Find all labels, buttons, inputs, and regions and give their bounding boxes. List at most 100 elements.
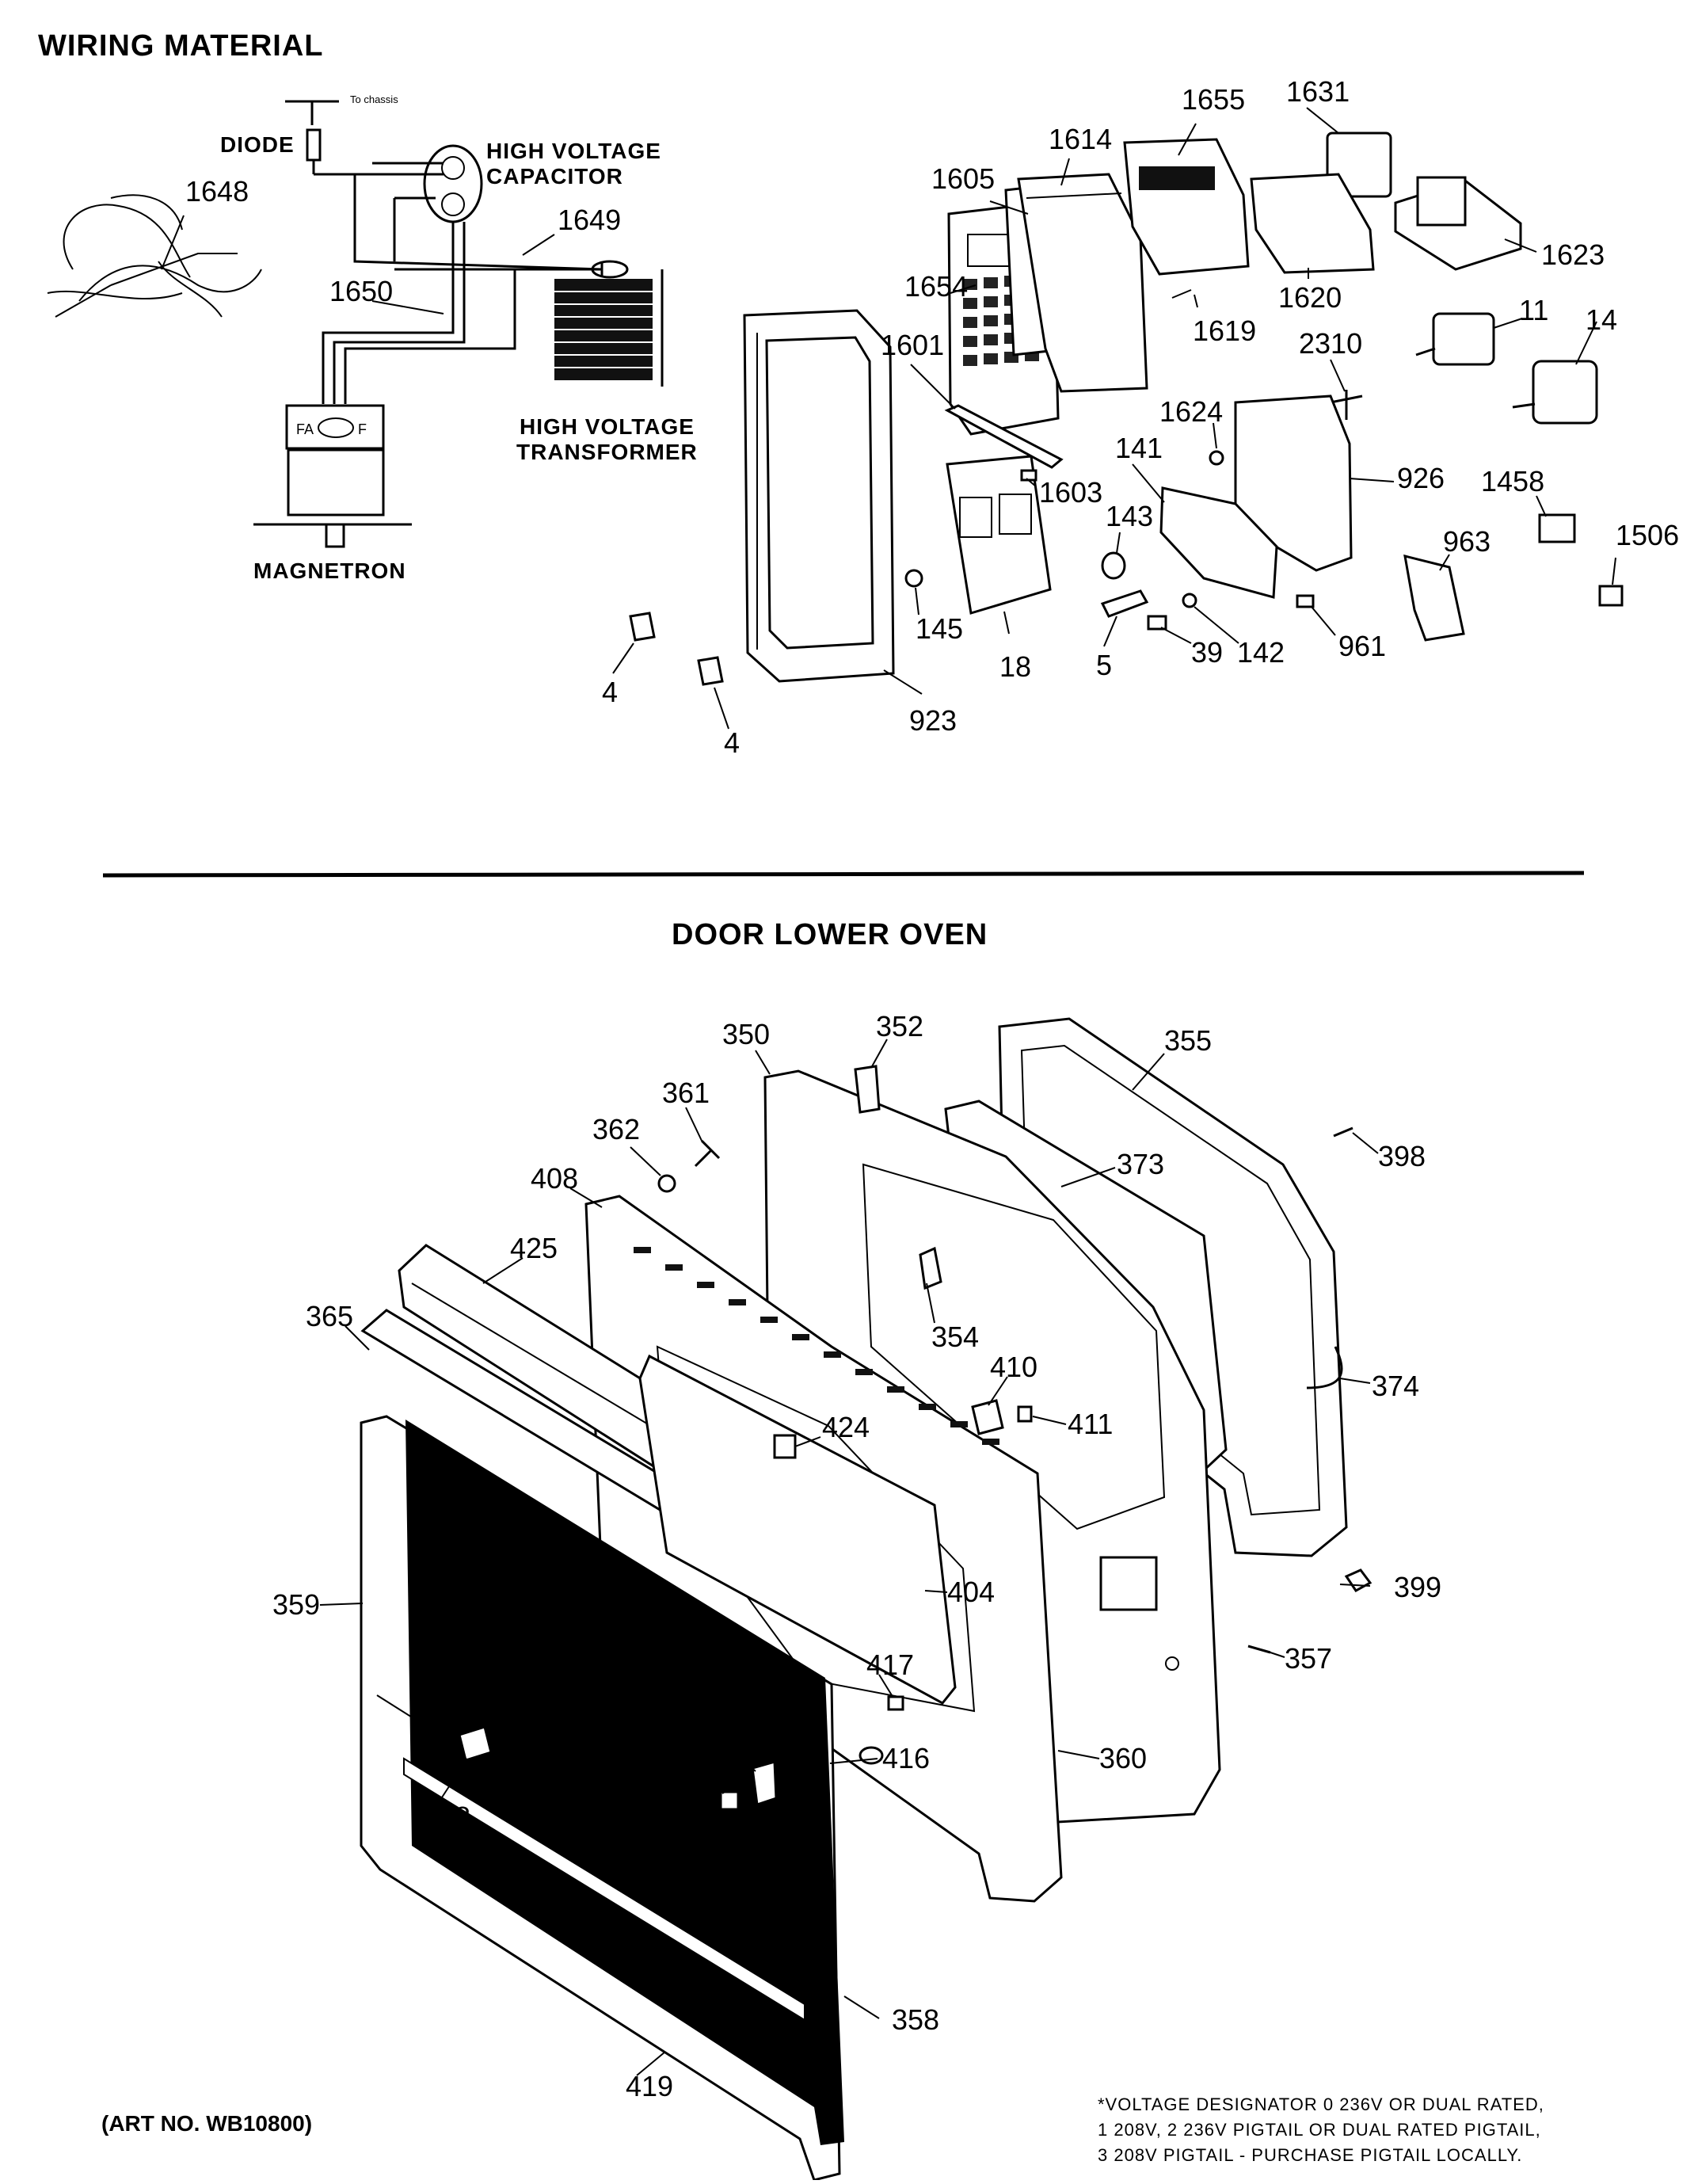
callout-410: 410 — [990, 1351, 1037, 1383]
part-1614-board — [1017, 173, 1148, 393]
magnetron-symbol — [285, 404, 385, 450]
part-141-bracket — [1159, 486, 1278, 599]
section-divider — [102, 871, 1585, 878]
part-18-panel — [946, 455, 1052, 615]
callout-355: 355 — [1164, 1024, 1212, 1057]
part-362-washer — [657, 1174, 676, 1193]
part-361-screw — [694, 1139, 721, 1168]
high-voltage-transformer-label-1: HIGH VOLTAGE — [520, 414, 695, 439]
part-399-bumper — [1344, 1568, 1372, 1592]
high-voltage-transformer-label-2: TRANSFORMER — [516, 440, 698, 464]
callout-926: 926 — [1397, 462, 1445, 494]
callout-39: 39 — [1191, 636, 1223, 669]
callout-5: 5 — [1096, 649, 1112, 681]
part-398-screw — [1333, 1126, 1353, 1138]
callout-374: 374 — [1372, 1370, 1419, 1402]
part-963-bracket — [1403, 554, 1465, 642]
footnote-line-3: 3 208V PIGTAIL - PURCHASE PIGTAIL LOCALL… — [1098, 2145, 1522, 2165]
door-leader-lines — [319, 1039, 1379, 2076]
part-374-gasket — [1306, 1346, 1343, 1389]
footnote-line-2: 1 208V, 2 236V PIGTAIL OR DUAL RATED PIG… — [1098, 2120, 1541, 2140]
part-418-bracket — [458, 1725, 493, 1762]
callout-923: 923 — [909, 704, 957, 737]
callout-1601: 1601 — [881, 329, 944, 361]
part-1624-nut — [1209, 450, 1224, 466]
part-39-clip — [1147, 615, 1167, 631]
callout-141: 141 — [1115, 432, 1163, 464]
callout-1614: 1614 — [1049, 123, 1112, 155]
high-voltage-capacitor-label-1: HIGH VOLTAGE — [486, 139, 661, 163]
part-4-bumper-b — [697, 656, 724, 686]
callout-1624: 1624 — [1159, 395, 1223, 428]
door-lower-oven-heading: DOOR LOWER OVEN — [672, 918, 988, 951]
callout-419: 419 — [626, 2070, 673, 2102]
callout-963: 963 — [1443, 525, 1491, 558]
callout-4-b: 4 — [724, 726, 740, 759]
part-1623-transformer — [1394, 176, 1522, 271]
part-143-bushing — [1101, 551, 1126, 580]
callout-398: 398 — [1378, 1140, 1426, 1172]
part-4-bumper-a — [629, 612, 656, 642]
callout-1648: 1648 — [185, 175, 249, 208]
f-terminal-label: F — [358, 421, 367, 437]
to-chassis-label: To chassis — [350, 93, 398, 105]
callout-399-b: 399 — [681, 1761, 729, 1793]
wire-harness-drawing — [47, 194, 262, 318]
callout-1603: 1603 — [1039, 476, 1102, 509]
part-357-screw — [1247, 1645, 1271, 1654]
diode-label: DIODE — [220, 132, 295, 157]
callout-1619: 1619 — [1193, 314, 1256, 347]
part-1506-fuse — [1598, 585, 1624, 607]
part-417-bumper — [887, 1695, 904, 1711]
part-923-frame — [743, 309, 895, 683]
part-11-switch — [1415, 312, 1495, 366]
part-1458-connector — [1538, 513, 1576, 543]
footnote-line-1: *VOLTAGE DESIGNATOR 0 236V OR DUAL RATED… — [1098, 2094, 1544, 2114]
callout-350: 350 — [722, 1018, 770, 1050]
door-parts-drawing — [360, 1017, 1372, 2182]
part-410-hinge-bracket — [971, 1399, 1004, 1435]
fa-terminal-label: FA — [296, 421, 314, 437]
callout-373: 373 — [1117, 1148, 1164, 1180]
callout-1649: 1649 — [558, 204, 621, 236]
callout-145: 145 — [916, 612, 963, 645]
part-2310-thermistor — [1330, 390, 1363, 420]
callout-1631: 1631 — [1286, 75, 1350, 108]
part-1603-clip — [1020, 469, 1037, 482]
callout-1623: 1623 — [1541, 238, 1605, 271]
part-145-nut — [904, 569, 923, 588]
callout-422: 422 — [713, 1731, 760, 1763]
callout-411: 411 — [1068, 1408, 1113, 1440]
callout-360: 360 — [1099, 1742, 1147, 1774]
callout-399: 399 — [1394, 1571, 1441, 1603]
callout-1650: 1650 — [329, 275, 393, 307]
callout-352: 352 — [876, 1010, 923, 1042]
part-354-clip — [919, 1246, 942, 1290]
callout-1655: 1655 — [1182, 83, 1245, 116]
callout-365: 365 — [306, 1300, 353, 1332]
part-416-clip — [859, 1746, 884, 1765]
part-1619-pin — [1171, 289, 1192, 299]
art-number: (ART NO. WB10800) — [101, 2111, 312, 2136]
callout-357: 357 — [1285, 1642, 1332, 1675]
callout-1620: 1620 — [1278, 281, 1342, 314]
part-961-clip — [1296, 594, 1315, 608]
callout-418: 418 — [423, 1801, 470, 1833]
callout-1458: 1458 — [1481, 465, 1544, 497]
wiring-material-heading: WIRING MATERIAL — [38, 29, 323, 63]
callout-424: 424 — [822, 1411, 870, 1443]
callout-408: 408 — [531, 1162, 578, 1195]
diode-symbol — [306, 128, 322, 162]
part-352-hinge — [854, 1065, 881, 1114]
callout-1654: 1654 — [904, 270, 968, 303]
high-voltage-capacitor-label-2: CAPACITOR — [486, 164, 623, 189]
part-422-bracket — [751, 1760, 778, 1806]
part-14-motor — [1512, 360, 1598, 425]
part-404-window-frame — [638, 1354, 957, 1705]
callout-2310: 2310 — [1299, 327, 1362, 360]
top-leader-lines — [161, 107, 1616, 730]
part-424-clip — [773, 1434, 797, 1459]
door-callouts: 350 352 355 361 362 398 373 408 425 365 … — [272, 1010, 1441, 2102]
control-parts-drawing — [629, 131, 1624, 686]
